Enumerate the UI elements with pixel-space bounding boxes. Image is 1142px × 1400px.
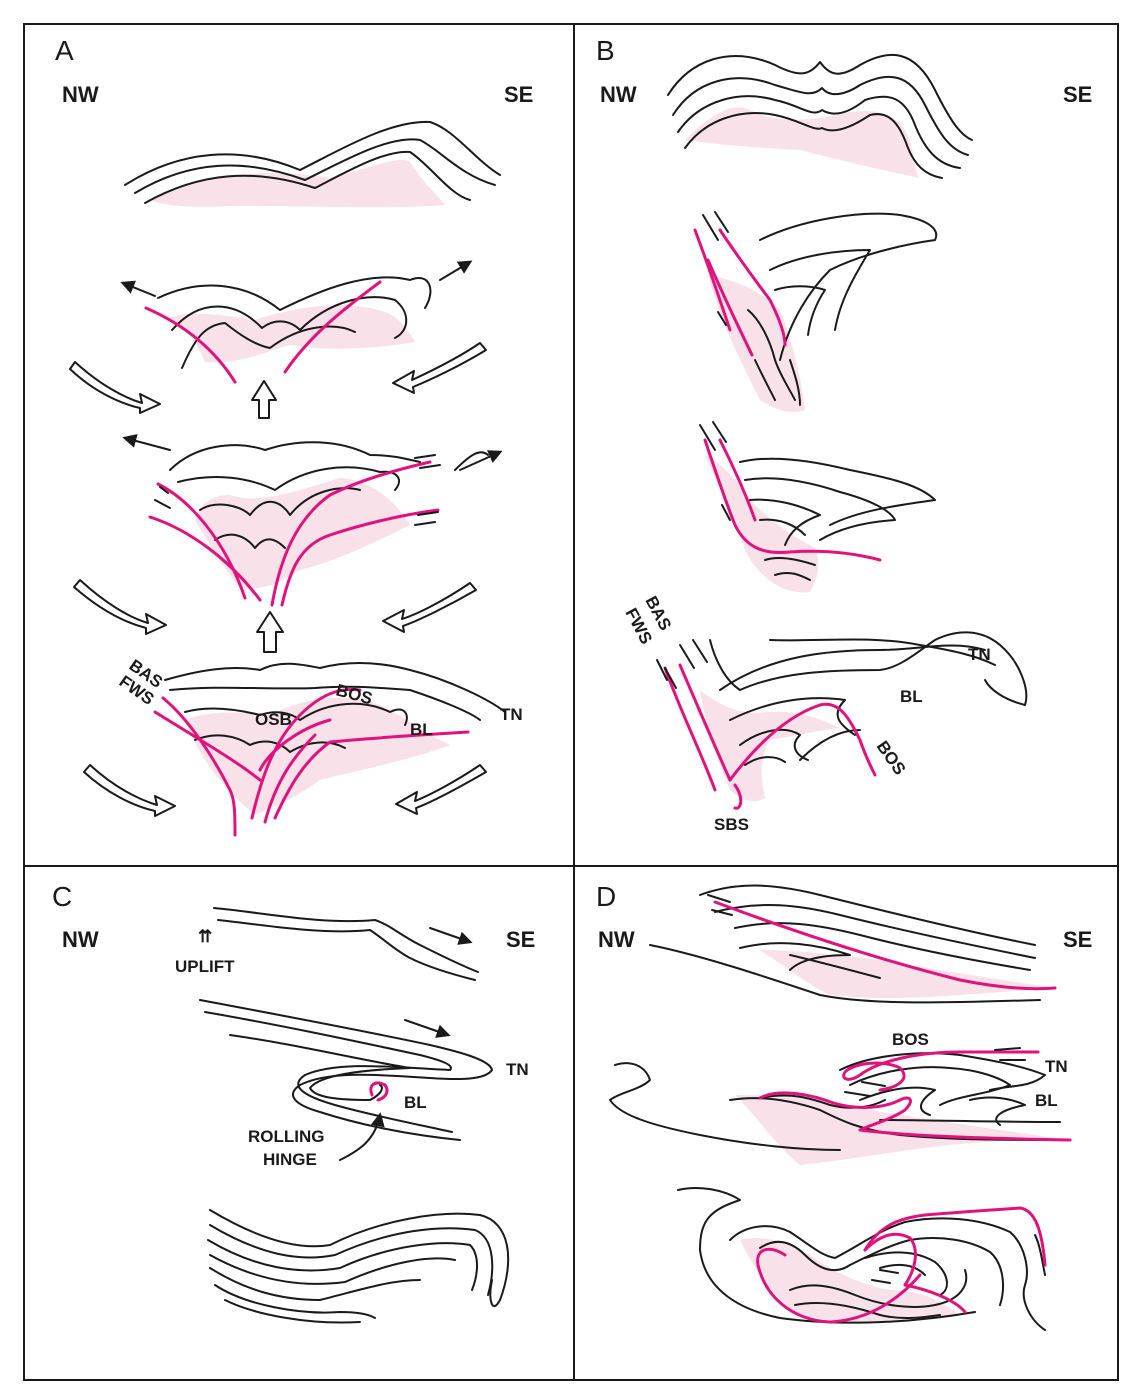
label-tn: TN — [506, 1060, 529, 1079]
fold-stage-1 — [667, 53, 973, 179]
label-rolling: ROLLING — [248, 1127, 325, 1146]
label-tn: TN — [1045, 1057, 1068, 1076]
panel-letter: A — [55, 35, 74, 66]
label-tn: TN — [968, 645, 991, 664]
panel-d: D NW SE — [596, 881, 1092, 1331]
fold-stage-3 — [122, 434, 503, 607]
panel-b: B NW SE — [596, 35, 1092, 834]
fold-stage-3 — [699, 421, 936, 593]
convergence-arrows-1 — [69, 342, 487, 419]
direction-se: SE — [1063, 82, 1092, 107]
label-tn: TN — [500, 705, 523, 724]
fold-stage-4: BAS FWS TN BL BOS SBS — [621, 593, 1028, 834]
direction-se: SE — [506, 927, 535, 952]
fold-stage-2: TN BL ROLLING HINGE — [199, 999, 529, 1169]
convergence-arrows-2 — [73, 579, 477, 653]
panel-letter: D — [596, 881, 616, 912]
fold-stage-3 — [207, 1209, 510, 1324]
panel-borders — [23, 23, 1119, 1381]
direction-nw: NW — [598, 927, 635, 952]
direction-nw: NW — [600, 82, 637, 107]
uplift-arrow-glyph: ⇈ — [198, 927, 212, 946]
label-osb: OSB — [255, 710, 292, 729]
label-bos: BOS — [892, 1030, 929, 1049]
direction-se: SE — [504, 82, 533, 107]
fold-stage-1 — [649, 884, 1057, 1004]
label-bl: BL — [1035, 1091, 1058, 1110]
panel-c: C NW SE ⇈ UPLIFT TN BL ROLLING HINGE — [52, 881, 535, 1324]
direction-nw: NW — [62, 927, 99, 952]
label-uplift: UPLIFT — [175, 957, 235, 976]
fold-stage-3 — [677, 1187, 1047, 1331]
direction-nw: NW — [62, 82, 99, 107]
fold-stage-2 — [120, 260, 473, 384]
label-bl: BL — [900, 687, 923, 706]
fold-stage-4: BAS FWS OSB BOS BL TN — [116, 656, 523, 837]
label-sbs: SBS — [714, 815, 749, 834]
fold-stage-2: BOS TN BL — [609, 1030, 1072, 1165]
label-hinge: HINGE — [263, 1150, 317, 1169]
label-bl: BL — [410, 720, 433, 739]
panel-letter: C — [52, 881, 72, 912]
fold-stage-1 — [124, 120, 501, 208]
panel-a: A NW SE — [55, 35, 533, 837]
panel-letter: B — [596, 35, 615, 66]
label-bos: BOS — [873, 737, 910, 778]
fold-stage-1: ⇈ UPLIFT — [175, 907, 479, 981]
label-bl: BL — [404, 1093, 427, 1112]
fold-stage-2 — [693, 211, 938, 412]
convergence-arrows-3 — [83, 764, 487, 817]
direction-se: SE — [1063, 927, 1092, 952]
